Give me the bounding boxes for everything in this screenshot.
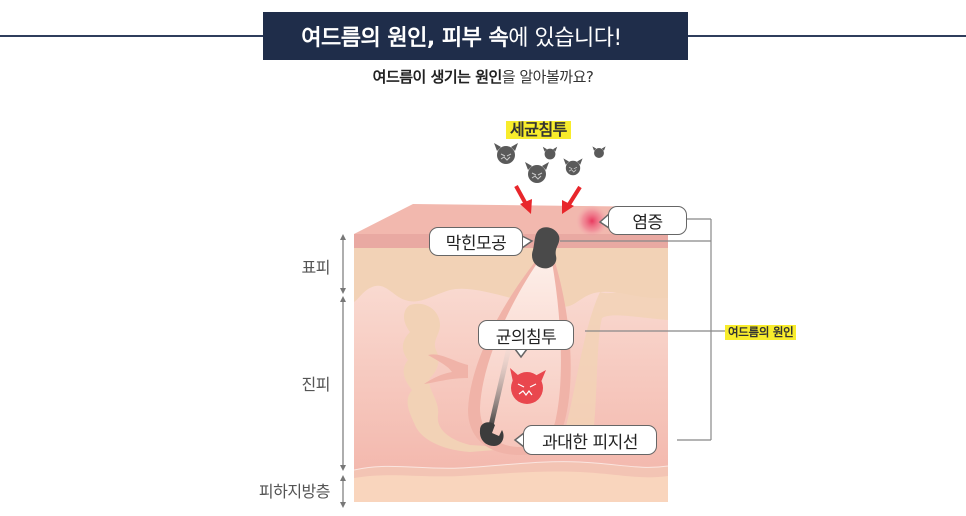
cause-bracket: [560, 218, 725, 441]
title-light: 에 있습니다!: [508, 26, 622, 51]
excess-sebum-text: 과대한 피지선: [542, 432, 638, 453]
bacteria-invasion-label: 세균침투: [506, 121, 571, 139]
bacteria-group: [494, 143, 606, 183]
title-bold: 여드름의 원인, 피부 속: [301, 26, 509, 51]
sebum-wrench-icon: [479, 349, 511, 446]
subtitle: 여드름이 생기는 원인을 알아볼까요?: [0, 66, 966, 87]
clogged-pore-bubble: 막힌모공: [429, 227, 523, 256]
clogged-pore-plug: [532, 227, 560, 269]
invasion-arrows: [514, 185, 582, 214]
title-banner: 여드름의 원인, 피부 속 에 있습니다!: [263, 12, 688, 60]
inflammation-text: 염증: [632, 213, 663, 233]
bacteria-icon: [592, 146, 606, 158]
bubble-tails: [513, 213, 610, 448]
layer-label-subcutaneous: 피하지방층: [258, 482, 331, 501]
inflammation-bubble: 염증: [608, 206, 687, 235]
bacteria-icon: [494, 143, 518, 164]
inflammation-glow: [576, 205, 608, 237]
bacteria-icon: [563, 158, 583, 176]
excess-sebum-bubble: 과대한 피지선: [523, 425, 657, 455]
layer-label-epidermis: 표피: [301, 258, 331, 277]
bacteria-penetration-bubble: 균의침투: [478, 320, 574, 350]
bacteria-penetration-text: 균의침투: [495, 327, 557, 348]
subtitle-bold: 여드름이 생기는 원인: [372, 68, 503, 86]
clogged-pore-text: 막힌모공: [445, 234, 507, 254]
red-bacteria-icon: [510, 368, 546, 404]
subtitle-light: 을 알아볼까요?: [501, 68, 594, 86]
bacteria-icon: [542, 146, 558, 160]
bacteria-icon: [525, 162, 549, 183]
layer-label-dermis: 진피: [301, 375, 331, 394]
acne-cause-label: 여드름의 원인: [725, 325, 797, 340]
layer-arrows: [340, 234, 346, 508]
